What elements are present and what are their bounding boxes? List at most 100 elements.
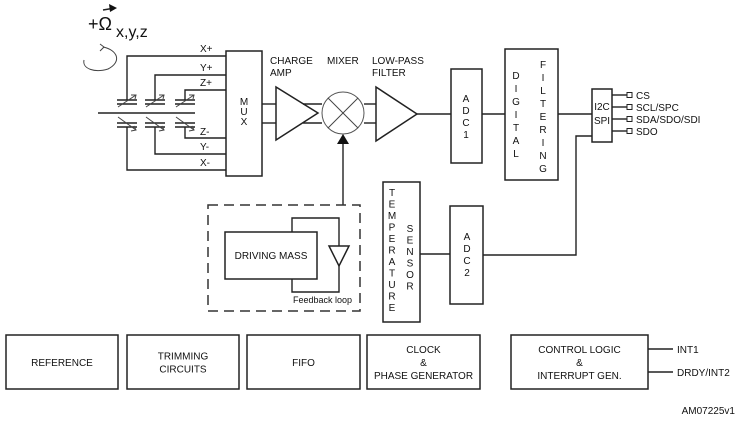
driving-mass-block	[224, 231, 318, 280]
label-char: N	[406, 247, 413, 258]
label-char: A	[389, 257, 396, 268]
label-char: E	[540, 112, 547, 123]
rotation-arrow-icon	[83, 43, 118, 72]
axes-subscript: x,y,z	[116, 24, 148, 41]
clock-label: &	[420, 358, 427, 369]
trimming-label: CIRCUITS	[159, 365, 207, 376]
pin-label: SDA/SDO/SDI	[636, 115, 700, 126]
mux-input-labels: X+ Y+ Z+ Z- Y- X-	[200, 44, 213, 169]
pin-pad-icon	[626, 128, 633, 134]
input-z-plus: Z+	[200, 78, 212, 89]
pin-pad-icon	[626, 116, 633, 122]
rotation-label: +Ω x,y,z	[83, 4, 148, 72]
mixer: MIXER	[321, 56, 365, 205]
variable-capacitor-icon	[117, 94, 137, 132]
label-char: E	[389, 303, 396, 314]
svg-text:A: A	[463, 94, 470, 105]
label-char: M	[388, 211, 396, 222]
pin-label: SDO	[636, 127, 658, 138]
input-x-minus: X-	[200, 158, 210, 169]
interface-block: I2C SPI	[591, 88, 613, 143]
reference-block: REFERENCE	[5, 334, 119, 390]
reference-label: REFERENCE	[31, 358, 93, 369]
svg-text:X: X	[241, 117, 248, 128]
svg-text:2: 2	[464, 268, 470, 279]
svg-text:SPI: SPI	[594, 116, 610, 127]
bottom-blocks: REFERENCETRIMMINGCIRCUITSFIFOCLOCK&PHASE…	[5, 334, 649, 390]
int1-label: INT1	[677, 345, 699, 356]
label-char: I	[515, 84, 518, 95]
fifo-block: FIFO	[246, 334, 361, 390]
pin-label: SCL/SPC	[636, 103, 679, 114]
label-char: S	[407, 224, 414, 235]
label-char: I	[515, 110, 518, 121]
omega-symbol: +Ω	[88, 14, 112, 34]
label-char: P	[389, 223, 396, 234]
clock-label: PHASE GENERATOR	[374, 371, 473, 382]
svg-text:D: D	[462, 106, 469, 117]
control-label: CONTROL LOGIC	[538, 345, 620, 356]
svg-text:1: 1	[463, 130, 469, 141]
fifo-label: FIFO	[292, 358, 315, 369]
label-char: R	[388, 246, 395, 257]
pin-pad-icon	[626, 92, 633, 98]
lpf-triangle-icon	[375, 85, 419, 143]
interrupt-outputs: INT1 DRDY/INT2	[648, 345, 730, 379]
driving-mass-label: DRIVING MASS	[235, 251, 308, 262]
label-char: N	[539, 151, 546, 162]
label-char: D	[512, 71, 519, 82]
adc2-block: A D C 2	[449, 205, 484, 305]
svg-text:MIXER: MIXER	[327, 56, 359, 67]
vector-arrow-icon	[102, 4, 117, 12]
adc1-block: A D C 1	[450, 68, 483, 164]
svg-text:I2C: I2C	[594, 102, 610, 113]
label-char: E	[389, 234, 396, 245]
label-char: G	[512, 97, 520, 108]
label-char: E	[389, 200, 396, 211]
pin-label: CS	[636, 91, 650, 102]
label-char: L	[540, 86, 546, 97]
label-char: T	[389, 269, 395, 280]
svg-text:CHARGE: CHARGE	[270, 56, 313, 67]
label-char: U	[388, 280, 395, 291]
label-char: A	[513, 136, 520, 147]
svg-text:M: M	[240, 97, 248, 108]
svg-text:LOW-PASS: LOW-PASS	[372, 56, 424, 67]
svg-text:C: C	[462, 118, 469, 129]
variable-capacitor-icon	[145, 94, 165, 132]
clock-label: CLOCK	[406, 345, 441, 356]
drdy-int2-label: DRDY/INT2	[677, 368, 730, 379]
input-z-minus: Z-	[200, 127, 209, 138]
variable-capacitors	[117, 94, 195, 132]
svg-text:AMP: AMP	[270, 68, 292, 79]
label-char: R	[539, 125, 546, 136]
input-y-plus: Y+	[200, 63, 213, 74]
label-char: O	[406, 270, 414, 281]
control-block: CONTROL LOGIC&INTERRUPT GEN.	[510, 334, 649, 390]
mixer-input-arrow-icon	[337, 134, 349, 144]
label-char: E	[407, 236, 414, 247]
svg-text:D: D	[463, 244, 470, 255]
label-char: L	[513, 149, 519, 160]
low-pass-filter: LOW-PASS FILTER	[372, 56, 424, 143]
label-char: T	[389, 188, 395, 199]
input-y-minus: Y-	[200, 142, 209, 153]
charge-amp: CHARGE AMP	[270, 56, 320, 142]
svg-text:A: A	[464, 232, 471, 243]
label-char: R	[406, 282, 413, 293]
figure-id: AM07225v1	[682, 406, 736, 417]
label-char: I	[542, 73, 545, 84]
feedback-amp-triangle-icon	[327, 245, 351, 268]
svg-text:C: C	[463, 256, 470, 267]
drive-loop: DRIVING MASS Feedback loop	[207, 204, 361, 312]
clock-block: CLOCK & PHASE GENERATOR	[366, 334, 481, 390]
charge-amp-triangle-icon	[275, 85, 320, 142]
label-char: I	[542, 138, 545, 149]
